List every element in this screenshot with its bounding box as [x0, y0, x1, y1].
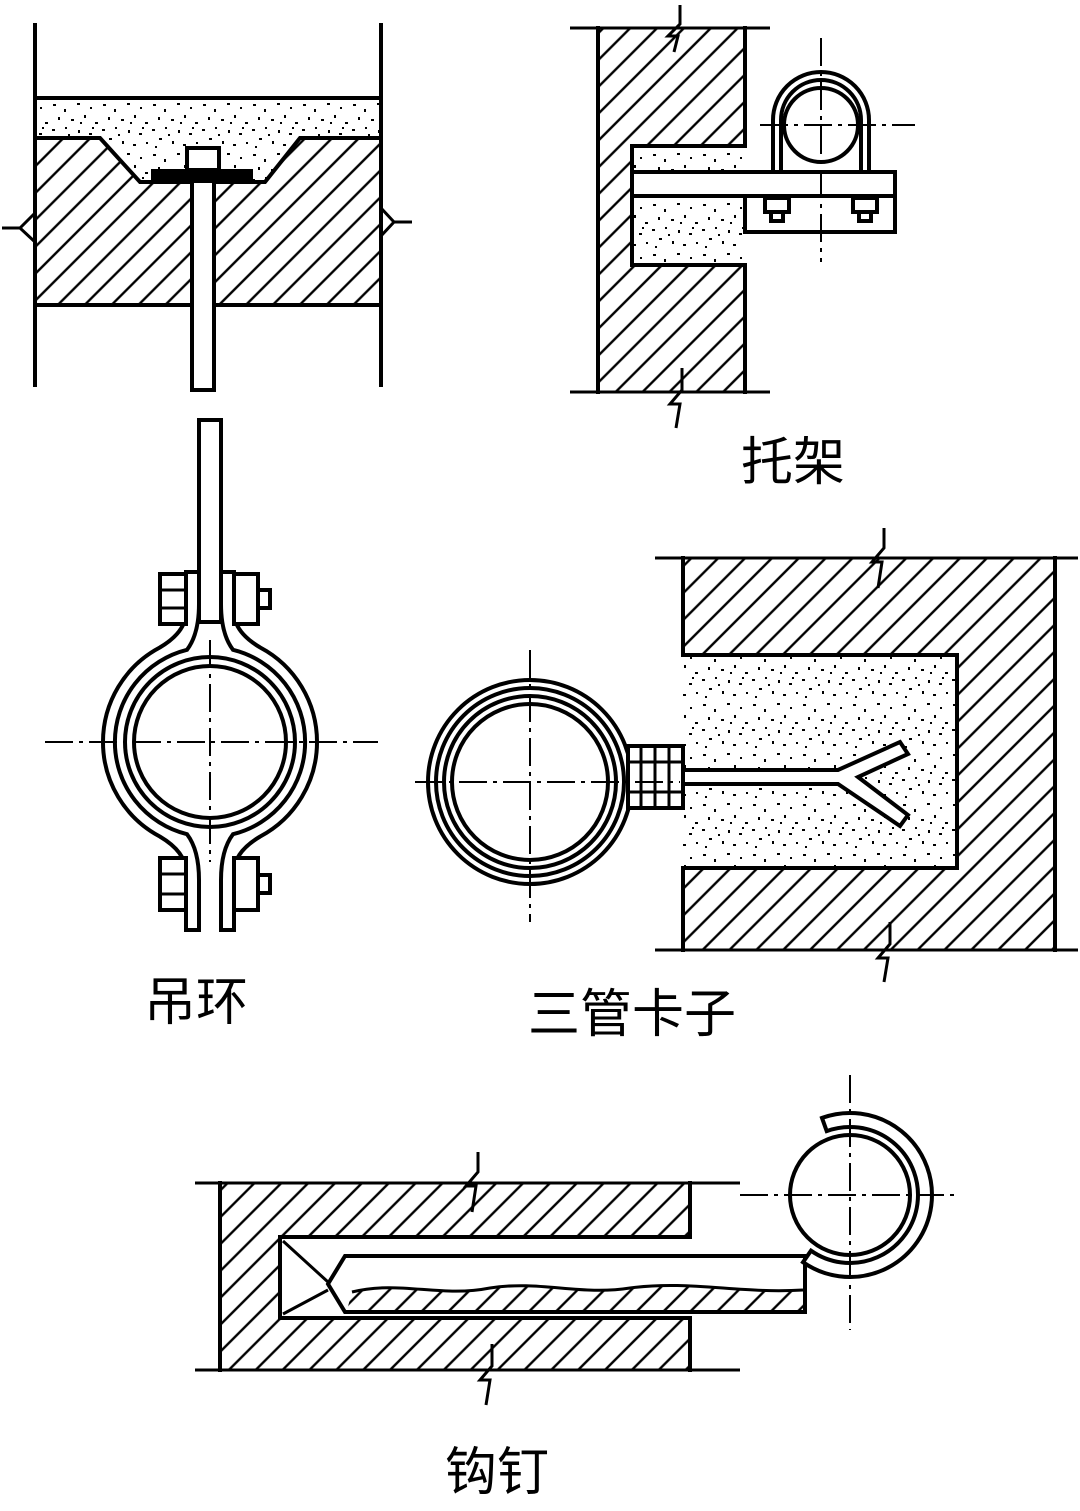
three-pipe-clamp-figure: 三管卡子	[415, 528, 1078, 1045]
wall-outline	[218, 1181, 692, 1372]
ring-strap-left	[101, 570, 201, 932]
clamp-nut-detail	[628, 746, 683, 808]
grout-pocket-outline	[681, 653, 959, 870]
grout-pocket-outline	[630, 144, 747, 267]
wall-outline	[596, 26, 747, 394]
screed-layer	[35, 98, 381, 138]
hook	[800, 1110, 934, 1279]
break-mark-top	[868, 528, 886, 589]
hanging-ring-figure: 吊环	[45, 418, 378, 1033]
break-mark-bottom	[874, 922, 892, 983]
nut-right-stem	[857, 210, 873, 223]
label-hook-nail: 钩钉	[445, 1443, 549, 1503]
break-mark-right	[379, 206, 412, 238]
grout-pocket	[683, 655, 957, 868]
wedge-lines	[281, 1239, 330, 1316]
bracket-figure: 托架	[570, 5, 915, 493]
anchor-bolt-figure	[2, 23, 412, 392]
nut-right	[851, 196, 879, 214]
break-mark-bottom	[666, 368, 684, 429]
bracket-bar	[630, 170, 897, 198]
hanger-rod	[197, 418, 223, 624]
nail-wavy-line	[351, 1283, 804, 1294]
bottom-nut-left	[158, 856, 188, 912]
label-hanging-ring: 吊环	[144, 973, 248, 1033]
label-bracket: 托架	[741, 433, 845, 493]
wall-section	[220, 1183, 690, 1370]
top-nut-left	[158, 572, 188, 626]
break-mark-top	[664, 5, 682, 53]
wall-outline	[681, 556, 1057, 952]
nut-left-stem	[769, 210, 785, 223]
nut-left	[763, 196, 791, 214]
anchor-nut	[185, 146, 221, 172]
hook-nail-figure: 钩钉	[195, 1075, 960, 1503]
u-bolt	[771, 70, 871, 174]
embedded-grout	[632, 146, 745, 265]
break-mark-bottom	[476, 1344, 494, 1406]
bottom-bolt-end	[256, 873, 272, 895]
break-mark-left	[2, 211, 37, 244]
label-three-pipe-clamp: 三管卡子	[528, 985, 736, 1045]
top-nut-right	[232, 572, 260, 626]
break-mark-top	[462, 1152, 480, 1213]
bottom-nut-right	[232, 856, 260, 912]
split-anchor	[681, 739, 911, 829]
hanger-rod	[190, 150, 216, 392]
top-bolt-end	[256, 588, 272, 610]
ring-strap-right	[219, 570, 319, 932]
